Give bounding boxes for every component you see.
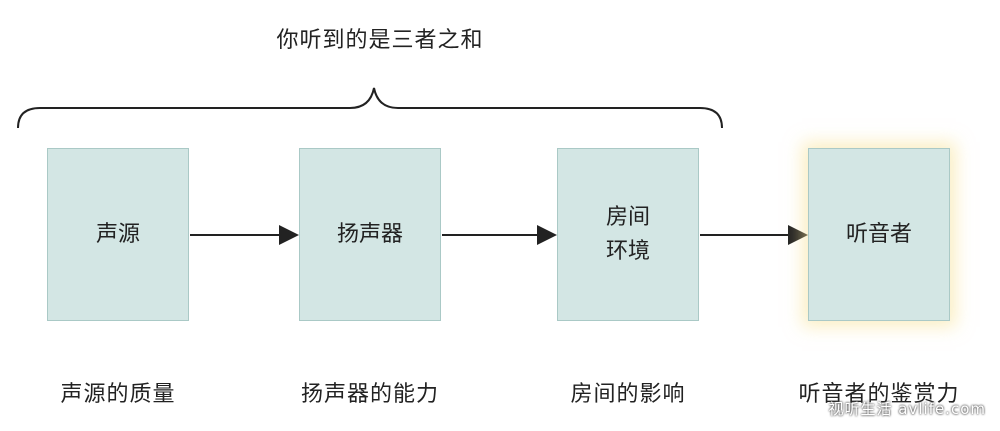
- box-sound-source: 声源: [47, 148, 189, 321]
- box-listener: 听音者: [808, 148, 950, 321]
- caption-speaker-ability: 扬声器的能力: [300, 382, 439, 407]
- caption-room-influence: 房间的影响: [570, 382, 686, 407]
- box-room-environment: 房间 环境: [557, 148, 699, 321]
- diagram-title: 你听到的是三者之和: [276, 28, 484, 53]
- caption-listener-appreciation: 听音者的鉴赏力: [798, 382, 960, 407]
- caption-source-quality: 声源的质量: [60, 382, 176, 407]
- watermark: 视听生活 avlife.com: [828, 400, 986, 418]
- box-speaker: 扬声器: [299, 148, 441, 321]
- curly-brace: [17, 87, 723, 129]
